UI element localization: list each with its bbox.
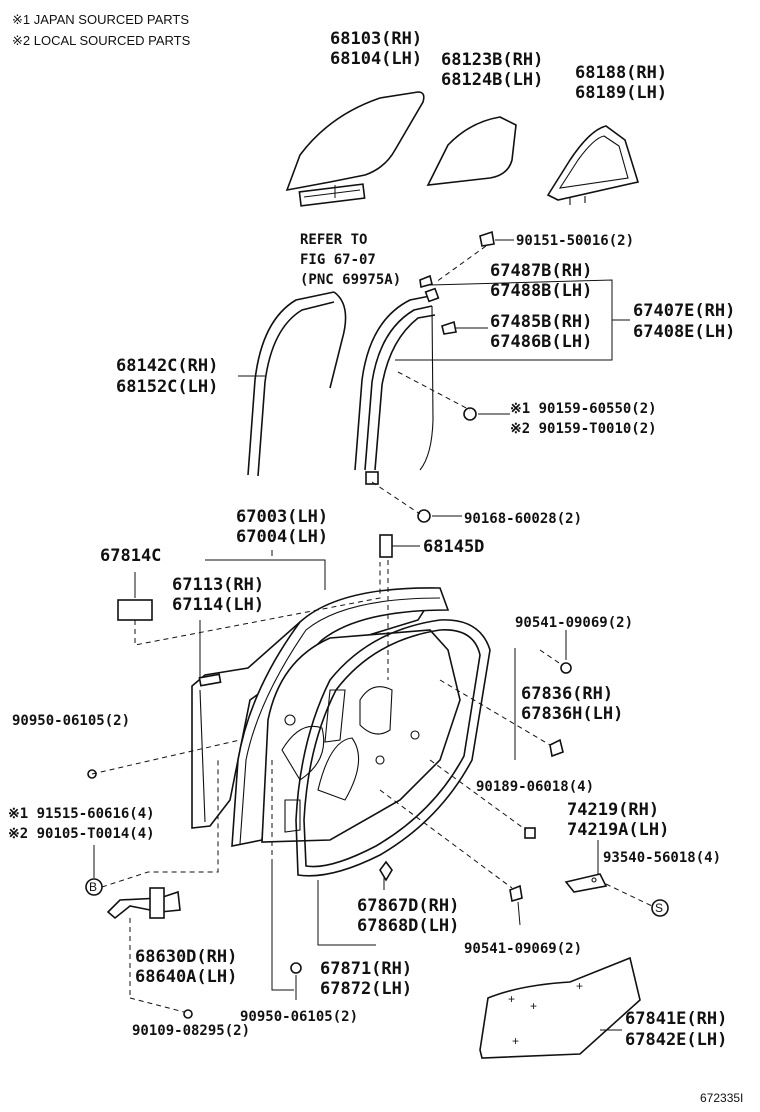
label-67486: 67486B(LH) xyxy=(490,332,592,352)
run-channel-shape xyxy=(354,287,440,485)
label-90105: ※2 90105-T0014(4) xyxy=(8,826,155,842)
label-90109: 90109-08295(2) xyxy=(132,1023,250,1039)
clip-bottom-shape xyxy=(509,884,523,903)
label-68152: 68152C(LH) xyxy=(116,377,218,397)
label-68640: 68640A(LH) xyxy=(135,967,237,987)
hole-plug-top-shape xyxy=(560,662,572,674)
quarter-glass-frame-shape xyxy=(546,125,640,205)
label-68630: 68630D(RH) xyxy=(135,947,237,967)
label-68145: 68145D xyxy=(423,537,484,557)
label-91515: ※1 91515-60616(4) xyxy=(8,806,155,822)
label-68103: 68103(RH) xyxy=(330,29,422,49)
label-67868: 67868D(LH) xyxy=(357,916,459,936)
label-67814: 67814C xyxy=(100,546,161,566)
label-67841: 67841E(RH) xyxy=(625,1009,727,1029)
label-refer-fig: FIG 67-07 xyxy=(300,252,376,268)
svg-text:+: + xyxy=(512,1034,519,1048)
label-74219-lh: 74219A(LH) xyxy=(567,820,669,840)
label-67485: 67485B(RH) xyxy=(490,312,592,332)
label-90159-japan: ※1 90159-60550(2) xyxy=(510,401,657,417)
label-refer-pnc: (PNC 69975A) xyxy=(300,272,401,288)
label-67487: 67487B(RH) xyxy=(490,261,592,281)
lock-bracket-shape xyxy=(564,873,608,893)
label-68188: 68188(RH) xyxy=(575,63,667,83)
label-90189: 90189-06018(4) xyxy=(476,779,594,795)
bolt-bottom-shape xyxy=(183,1009,193,1019)
label-68104: 68104(LH) xyxy=(330,49,422,69)
label-90541-top: 90541-09069(2) xyxy=(515,615,633,631)
note-local-sourced: ※2 LOCAL SOURCED PARTS xyxy=(12,33,191,48)
service-cover-shape: + + + + xyxy=(479,956,641,1059)
plug-bottom-shape xyxy=(290,962,302,974)
door-glass-shape xyxy=(285,91,425,207)
label-68189: 68189(LH) xyxy=(575,83,667,103)
label-67867: 67867D(RH) xyxy=(357,896,459,916)
label-67004: 67004(LH) xyxy=(236,527,328,547)
label-74219-rh: 74219(RH) xyxy=(567,800,659,820)
label-90950-left: 90950-06105(2) xyxy=(12,713,130,729)
svg-text:+: + xyxy=(508,992,515,1006)
label-67872: 67872(LH) xyxy=(320,979,412,999)
svg-text:+: + xyxy=(576,979,583,993)
dashed-guide-lines xyxy=(91,245,653,1013)
label-90159-local: ※2 90159-T0010(2) xyxy=(510,421,657,437)
stopper-shape xyxy=(549,738,564,758)
label-90168: 90168-60028(2) xyxy=(464,511,582,527)
callout-b-label: B xyxy=(89,880,97,894)
cushion-shape xyxy=(524,827,536,839)
note-japan-sourced: ※1 JAPAN SOURCED PARTS xyxy=(12,12,189,27)
label-67407: 67407E(RH) xyxy=(633,301,735,321)
door-hinge-shape xyxy=(106,887,181,920)
label-refer-to: REFER TO xyxy=(300,232,367,248)
label-90950-bottom: 90950-06105(2) xyxy=(240,1009,358,1025)
figure-number: 672335I xyxy=(700,1091,743,1105)
label-67836-rh: 67836(RH) xyxy=(521,684,613,704)
label-93540: 93540-56018(4) xyxy=(603,850,721,866)
svg-text:+: + xyxy=(530,999,537,1013)
label-90151: 90151-50016(2) xyxy=(516,233,634,249)
leader-lines xyxy=(93,185,630,1031)
label-68142: 68142C(RH) xyxy=(116,356,218,376)
quarter-glass-shape xyxy=(426,116,517,186)
clip-icons xyxy=(417,230,495,523)
label-67488: 67488B(LH) xyxy=(490,281,592,301)
label-68123: 68123B(RH) xyxy=(441,50,543,70)
label-90541-bottom: 90541-09069(2) xyxy=(464,941,582,957)
label-67003: 67003(LH) xyxy=(236,507,328,527)
rear-door-panel-shape xyxy=(191,587,491,882)
door-frame-weatherstrip-shape xyxy=(247,291,347,477)
pad-shape xyxy=(379,534,393,558)
label-67113: 67113(RH) xyxy=(172,575,264,595)
callout-s-label: S xyxy=(655,901,663,915)
label-67114: 67114(LH) xyxy=(172,595,264,615)
callout-s-circle xyxy=(651,899,669,917)
label-67871: 67871(RH) xyxy=(320,959,412,979)
label-67842: 67842E(LH) xyxy=(625,1030,727,1050)
label-67408: 67408E(LH) xyxy=(633,322,735,342)
cover-shape xyxy=(117,599,153,621)
label-68124: 68124B(LH) xyxy=(441,70,543,90)
label-67836-lh: 67836H(LH) xyxy=(521,704,623,724)
